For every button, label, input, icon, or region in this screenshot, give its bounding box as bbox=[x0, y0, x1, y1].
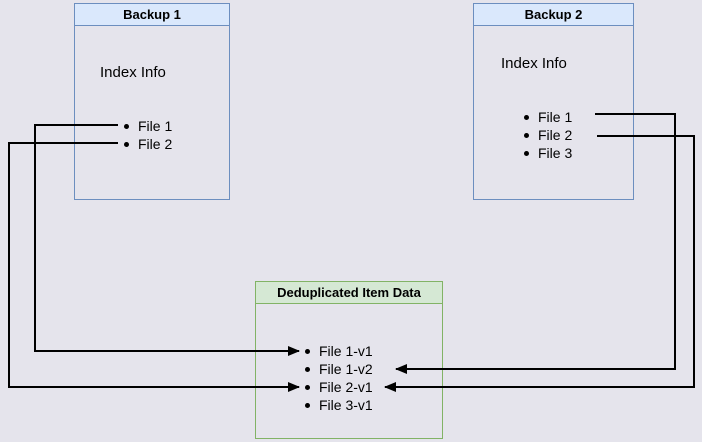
bullet-icon bbox=[524, 132, 529, 138]
dedup-item: File 2-v1 bbox=[305, 378, 373, 396]
bullet-icon bbox=[124, 123, 129, 129]
file-label: File 2 bbox=[138, 136, 173, 152]
item-label: File 3-v1 bbox=[319, 397, 373, 413]
backup1-title: Backup 1 bbox=[75, 4, 229, 26]
file-label: File 1 bbox=[138, 118, 173, 134]
backup1-box: Backup 1 Index Info File 1 File 2 bbox=[74, 3, 230, 200]
deduplicated-item-data-box: Deduplicated Item Data File 1-v1 File 1-… bbox=[255, 281, 443, 439]
backup1-file-item: File 1 bbox=[124, 117, 172, 135]
backup2-title: Backup 2 bbox=[474, 4, 633, 26]
bullet-icon bbox=[524, 114, 529, 120]
item-label: File 2-v1 bbox=[319, 379, 373, 395]
backup2-file-item: File 1 bbox=[524, 108, 572, 126]
dedup-title: Deduplicated Item Data bbox=[256, 282, 442, 304]
dedup-item-list: File 1-v1 File 1-v2 File 2-v1 File 3-v1 bbox=[305, 342, 373, 414]
backup2-file-list: File 1 File 2 File 3 bbox=[524, 108, 572, 162]
bullet-icon bbox=[305, 384, 310, 390]
backup1-file-list: File 1 File 2 bbox=[124, 117, 172, 153]
bullet-icon bbox=[305, 348, 310, 354]
file-label: File 2 bbox=[538, 127, 573, 143]
dedup-item: File 1-v2 bbox=[305, 360, 373, 378]
item-label: File 1-v1 bbox=[319, 343, 373, 359]
backup1-file-item: File 2 bbox=[124, 135, 172, 153]
backup2-index-label: Index Info bbox=[501, 55, 567, 72]
bullet-icon bbox=[305, 402, 310, 408]
backup1-index-label: Index Info bbox=[100, 64, 166, 81]
dedup-item: File 3-v1 bbox=[305, 396, 373, 414]
file-label: File 1 bbox=[538, 109, 573, 125]
dedup-item: File 1-v1 bbox=[305, 342, 373, 360]
bullet-icon bbox=[305, 366, 310, 372]
file-label: File 3 bbox=[538, 145, 573, 161]
backup2-file-item: File 3 bbox=[524, 144, 572, 162]
item-label: File 1-v2 bbox=[319, 361, 373, 377]
bullet-icon bbox=[524, 150, 529, 156]
bullet-icon bbox=[124, 141, 129, 147]
backup2-box: Backup 2 Index Info File 1 File 2 File 3 bbox=[473, 3, 634, 200]
backup2-file-item: File 2 bbox=[524, 126, 572, 144]
